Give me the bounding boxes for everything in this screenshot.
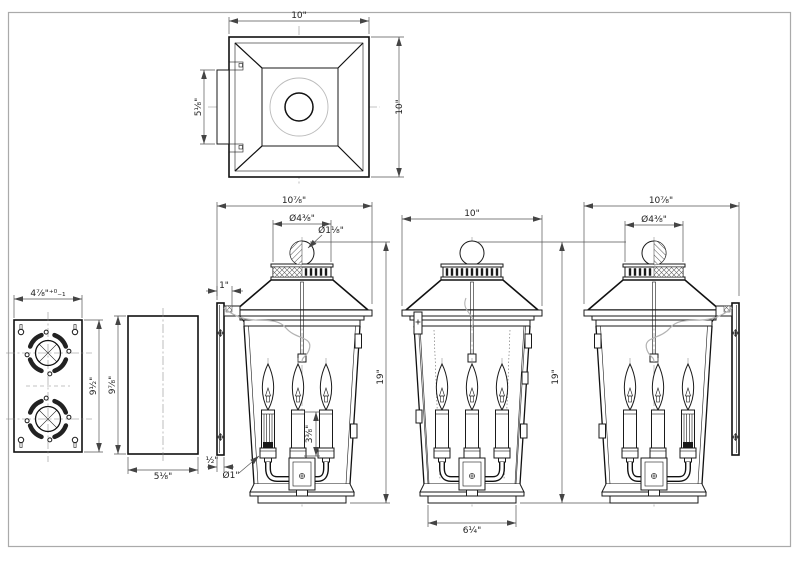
dim-plate-side-depth: 5⅛" [154, 472, 173, 482]
backplate-side-view [127, 308, 199, 462]
dim-height-left: 19" [376, 369, 386, 385]
roof-collar-circle [269, 77, 329, 137]
backplate-side-dimensions: 9⅞" 5⅛" [108, 315, 199, 482]
top-view [208, 26, 380, 186]
dim-finial-diameter: Ø1⅛" [318, 225, 344, 236]
top-view-dimensions: 10" 10" 5⅛" [194, 11, 405, 178]
backplate-front-dimensions: 4⅞"⁺⁰₋₁ 9½" [13, 289, 103, 453]
dim-plate-thickness: ½" [206, 456, 219, 466]
dim-base-width: 6¼" [463, 526, 482, 536]
dim-roof-offset: 1" [219, 281, 229, 291]
dim-front-width: 10" [464, 209, 480, 219]
lantern-left-dimensions: 10⅞" Ø4⅜" Ø1⅛" 1" 3⅜" Ø1" ½" 19" [206, 196, 390, 504]
dim-top-depth: 10" [395, 99, 405, 115]
keyhole-slots [17, 324, 79, 448]
dim-plate-height: 9½" [89, 377, 99, 396]
dim-plate-side-height: 9⅞" [108, 376, 118, 395]
dim-top-bracket: 5⅛" [194, 98, 204, 117]
dim-cap-diameter-left: Ø4⅜" [289, 213, 315, 224]
lantern-right-dimensions: 10⅞" Ø4⅜" [583, 196, 740, 304]
dim-overall-depth-right: 10⅞" [649, 196, 673, 206]
mount-bracket-top [216, 69, 230, 145]
dim-cap-diameter-right: Ø4⅜" [641, 214, 667, 225]
dim-plate-width: 4⅞"⁺⁰₋₁ [30, 289, 66, 299]
page-border [7, 11, 792, 548]
knockout-pattern-upper [24, 329, 72, 377]
backplate-front-view [6, 312, 92, 462]
finial-circle [284, 92, 314, 122]
dim-height-front: 19" [551, 369, 561, 385]
lantern-front-dimensions: 10" 6¼" 19" [401, 209, 626, 536]
dim-socket-height: 3⅜" [305, 425, 315, 444]
knockout-pattern-lower [24, 395, 72, 443]
dim-top-width: 10" [291, 11, 307, 21]
dim-tube-diameter: Ø1" [223, 470, 240, 481]
dim-overall-depth-left: 10⅞" [282, 196, 306, 206]
